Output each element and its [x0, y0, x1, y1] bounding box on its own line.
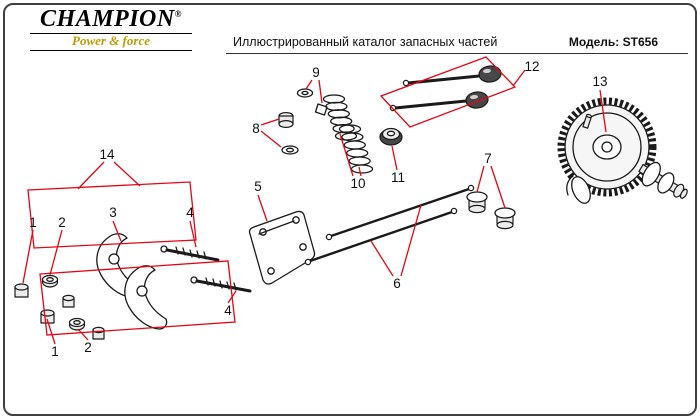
group-box-rockers-upper [27, 181, 197, 249]
valve-1 [389, 91, 489, 112]
guide-plate [248, 210, 316, 285]
callout-2-upper: 2 [58, 215, 66, 230]
rocker-arm-2-pivot-hole [136, 285, 148, 297]
spring-retainer-and-keepers [296, 88, 328, 116]
push-rods [304, 184, 475, 266]
brand-text: CHAMPION [40, 6, 175, 32]
rocker-arm-2 [124, 265, 168, 330]
callout-5: 5 [254, 179, 262, 194]
stem-cap-and-washer [278, 111, 299, 155]
camshaft-assembly [557, 97, 688, 204]
rocker-arm-1-pivot-hole [108, 253, 120, 265]
spring-seat [379, 127, 403, 146]
callout-4-lower: 4 [224, 303, 232, 318]
callout-12: 12 [524, 59, 539, 74]
brand-tagline: Power & force [72, 33, 150, 48]
callout-13: 13 [592, 74, 607, 89]
group-box-rockers-lower [39, 260, 236, 336]
callout-3: 3 [109, 205, 117, 220]
brand-tagline-box: Power & force [30, 33, 192, 51]
callout-1-upper: 1 [29, 215, 37, 230]
callout-9: 9 [312, 65, 320, 80]
camshaft-gear-teeth [557, 97, 657, 197]
page-title: Иллюстрированный каталог запасных частей [233, 35, 498, 49]
tappet-1 [466, 191, 488, 214]
callout-1-lower: 1 [51, 344, 59, 359]
model-label: Модель: ST656 [568, 35, 658, 49]
registered-mark: ® [174, 9, 182, 19]
callout-11: 11 [391, 170, 405, 185]
group-box-valves [379, 56, 517, 128]
callout-7: 7 [484, 151, 492, 166]
header-divider [226, 53, 688, 54]
callout-4-upper: 4 [186, 205, 194, 220]
callout-lines [22, 56, 607, 345]
brand-logo: CHAMPION® Power & force [30, 7, 192, 51]
callout-numbers: 14 1 2 3 4 1 2 4 5 6 7 8 9 10 11 12 13 [29, 59, 607, 359]
callout-6: 6 [393, 276, 401, 291]
adjuster-stud-upper [160, 245, 220, 262]
rocker-hardware-upper [14, 274, 75, 308]
valve-tappets [466, 191, 516, 230]
callout-8: 8 [252, 121, 260, 136]
callout-2-lower: 2 [84, 340, 92, 355]
valve-springs [322, 94, 374, 174]
camshaft-pin [582, 113, 593, 129]
governor-weight [571, 176, 591, 204]
callout-10: 10 [350, 176, 365, 191]
adjuster-stud-lower [190, 276, 252, 293]
rocker-arms-assembly [14, 233, 252, 340]
brand-name: CHAMPION® [30, 7, 192, 31]
camshaft-shaft-and-lobes [638, 161, 688, 199]
callout-14: 14 [99, 147, 115, 162]
tappet-2 [494, 207, 516, 230]
